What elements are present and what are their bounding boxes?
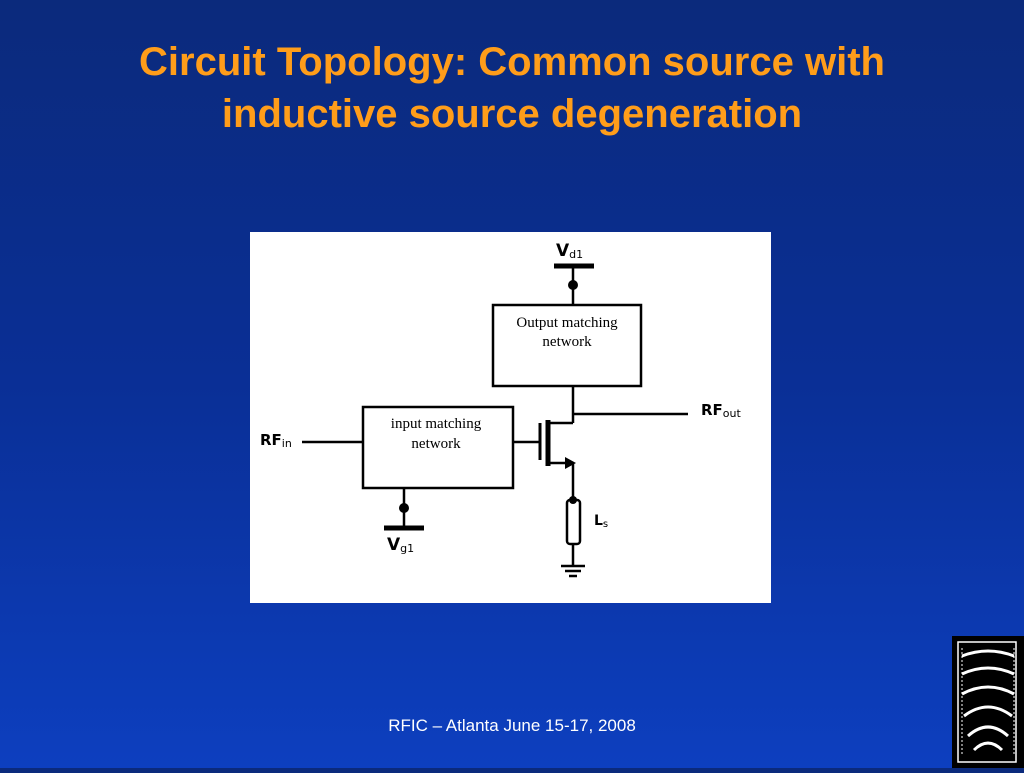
- logo-graphic: [957, 641, 1017, 763]
- rfout-label: RFout: [701, 401, 741, 420]
- output-box-line-1: Output matching: [516, 315, 618, 331]
- title-line-2: inductive source degeneration: [221, 92, 803, 136]
- output-matching-box: [491, 303, 643, 388]
- vd-junction-dot: [568, 280, 578, 290]
- circuit-schematic: Vd1 Vg1 RFin RFout Ls Output matching ne…: [260, 241, 741, 578]
- vg-label: Vg1: [387, 535, 414, 555]
- input-box-line-2: network: [411, 436, 461, 452]
- circuit-diagram: Vd1 Vg1 RFin RFout Ls Output matching ne…: [250, 232, 771, 603]
- title-line-1: Circuit Topology: Common source with: [139, 40, 885, 84]
- output-box-line-2: network: [542, 334, 592, 350]
- input-matching-box: [361, 405, 515, 490]
- vg-junction-dot: [399, 503, 409, 513]
- ls-label: Ls: [594, 513, 608, 530]
- slide-footer: RFIC – Atlanta June 15-17, 2008: [388, 716, 636, 735]
- inductor-top-dot: [569, 496, 577, 504]
- rfin-label: RFin: [260, 431, 292, 450]
- slide-title: Circuit Topology: Common source with ind…: [60, 36, 964, 140]
- input-box-line-1: input matching: [391, 416, 482, 432]
- source-arrow-icon: [565, 457, 576, 469]
- vd-label: Vd1: [556, 241, 583, 261]
- university-seal-icon: [952, 636, 1024, 768]
- inductor-ls: [565, 498, 582, 546]
